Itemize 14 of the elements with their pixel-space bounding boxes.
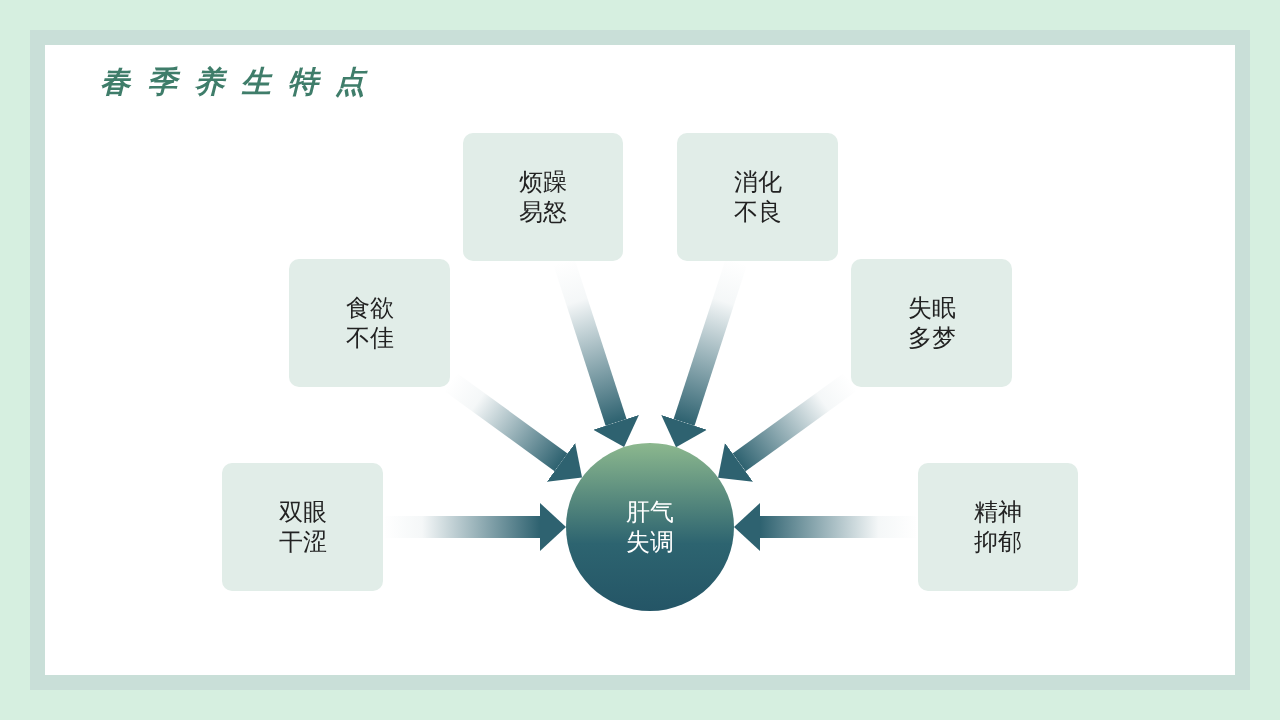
- node-text: 精神抑郁: [974, 497, 1022, 557]
- node-text: 食欲不佳: [345, 293, 394, 353]
- symptom-box: [677, 133, 838, 261]
- node-text: 双眼干涩: [278, 497, 327, 557]
- slide-title: 春季养生特点: [100, 63, 382, 101]
- node-text: 肝气失调: [626, 497, 674, 557]
- symptom-box: [289, 259, 450, 387]
- symptom-box: [463, 133, 623, 261]
- symptom-box: [851, 259, 1012, 387]
- symptom-box: [918, 463, 1078, 591]
- node-text: 失眠多梦: [907, 293, 956, 353]
- symptom-box: [222, 463, 383, 591]
- node-text: 烦躁易怒: [519, 167, 567, 227]
- node-text: 消化不良: [733, 167, 782, 227]
